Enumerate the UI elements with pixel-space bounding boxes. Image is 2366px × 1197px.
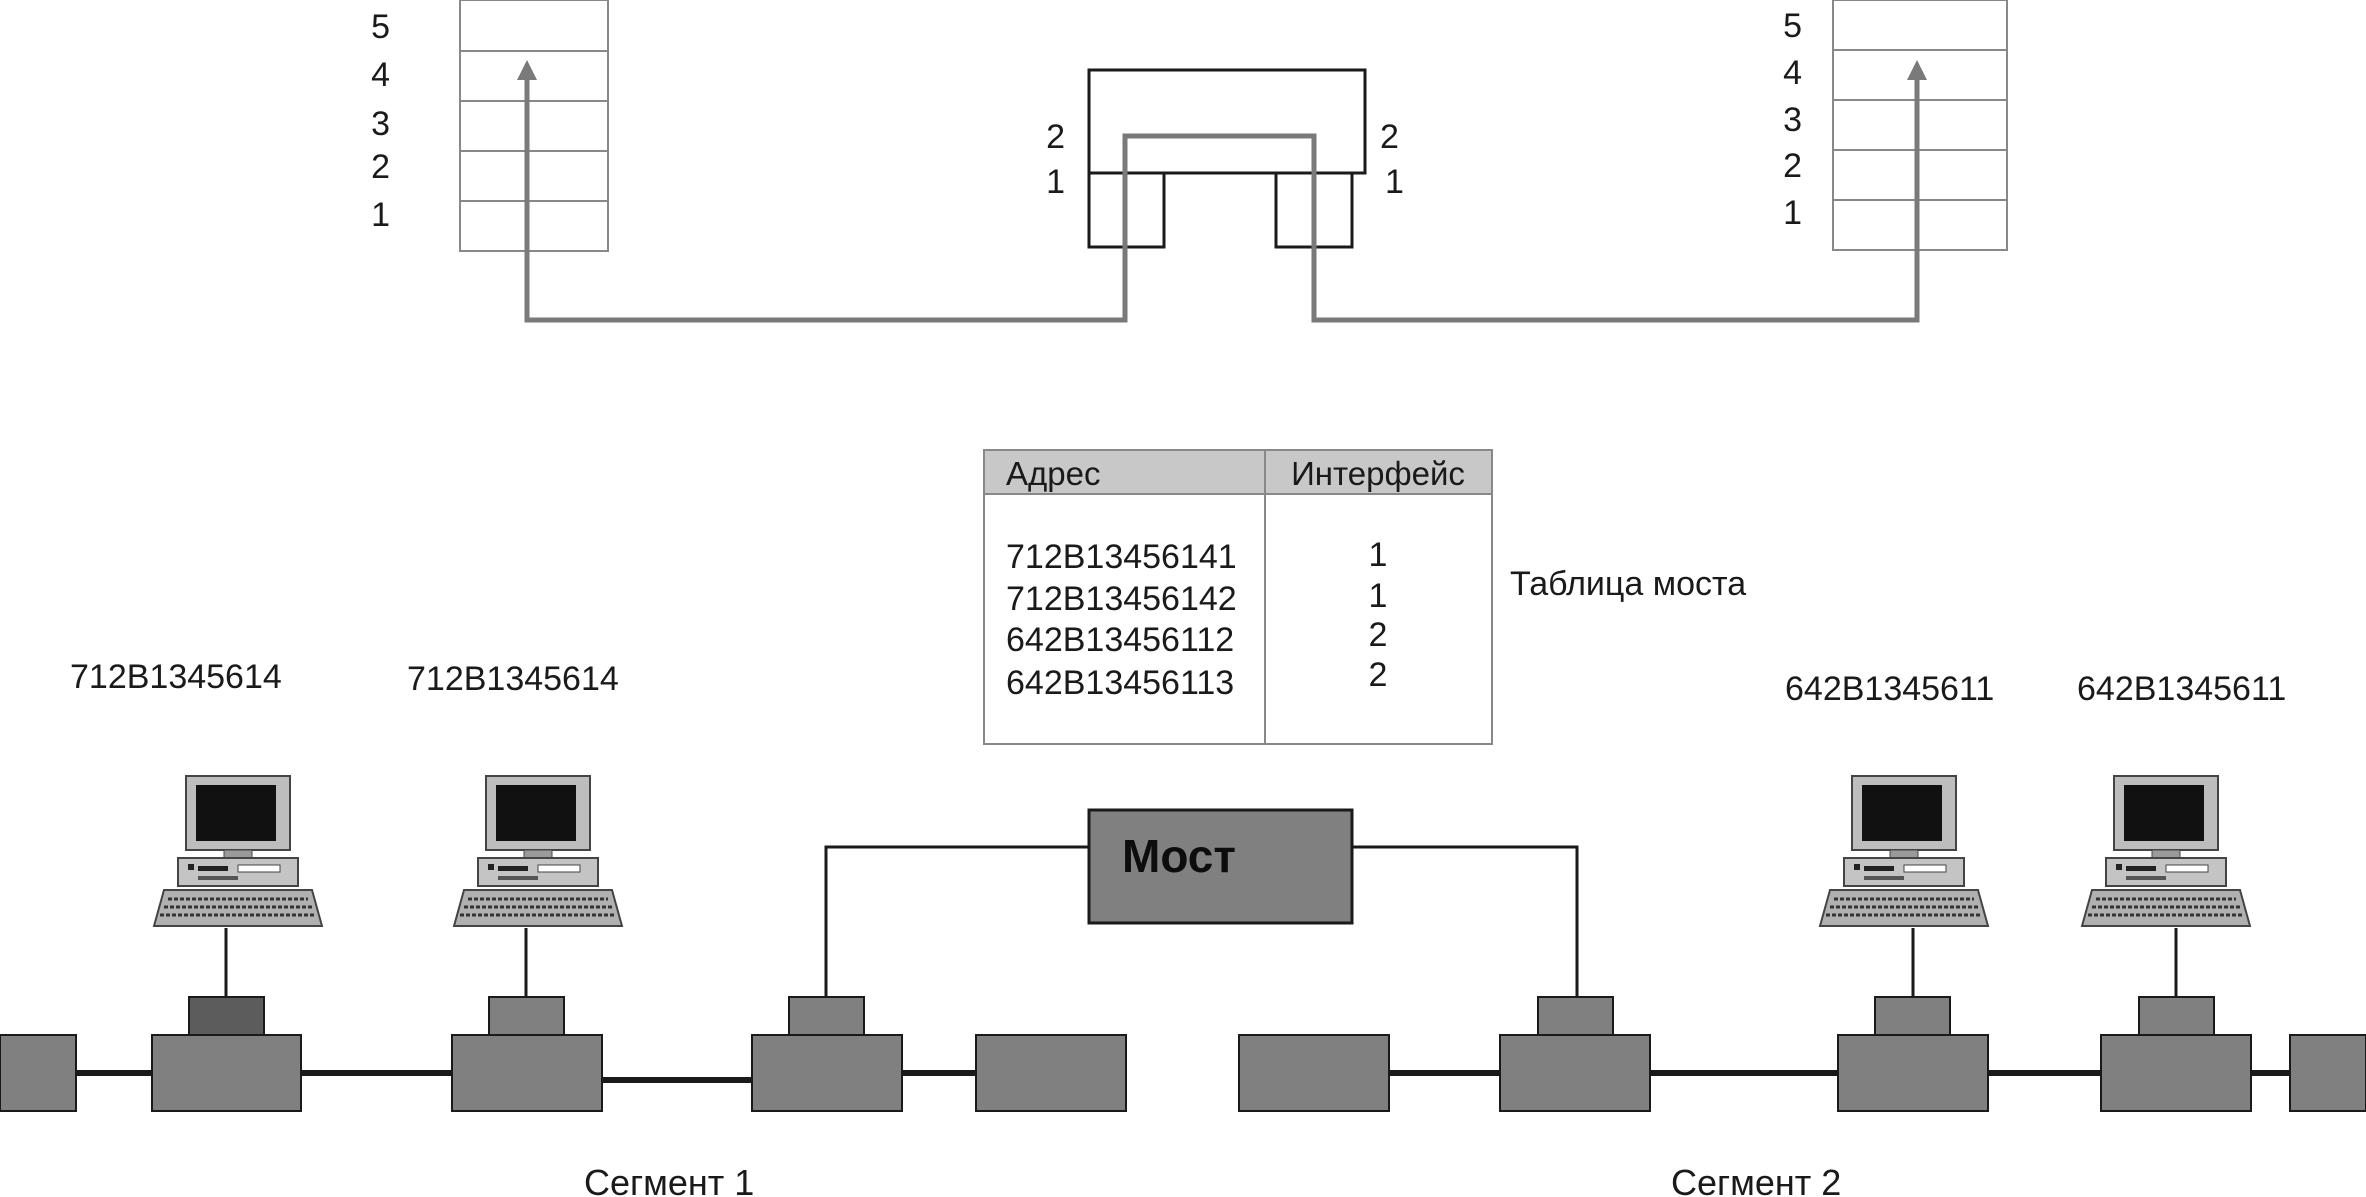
right-layer-1: 1: [1783, 194, 1802, 232]
segment-terminator: [975, 1034, 1127, 1112]
right-layer-5: 5: [1783, 7, 1802, 45]
arrowhead-right-icon: [1907, 60, 1927, 80]
pc-address-label: 642B1345611: [1785, 670, 1994, 708]
bridge-port-left-2: 2: [1046, 118, 1065, 156]
right-layer-3: 3: [1783, 101, 1802, 139]
table-header-address: Адрес: [1006, 455, 1100, 492]
tap-connector: [788, 996, 865, 1036]
bridge-table: Адрес Интерфейс 712B13456141 712B1345614…: [983, 449, 1493, 745]
left-layer-1: 1: [371, 196, 390, 234]
network-tap: [1837, 1034, 1989, 1112]
table-row-address: 712B13456142: [1006, 580, 1237, 618]
network-tap: [151, 1034, 302, 1112]
computer-icon: [452, 774, 624, 928]
left-layer-3: 3: [371, 105, 390, 143]
right-protocol-stack: 5 4 3 2 1: [1783, 0, 2008, 251]
right-layer-2: 2: [1783, 147, 1802, 185]
bridge-device: Мост: [824, 808, 1579, 1000]
segment-terminator: [0, 1034, 77, 1112]
segment-1-bus: [0, 996, 1127, 1112]
table-row-address: 712B13456141: [1006, 538, 1237, 576]
computer: [152, 774, 324, 997]
segment-1-label: Сегмент 1: [584, 1162, 754, 1197]
tap-connector: [1537, 996, 1614, 1036]
table-row-address: 642B13456113: [1006, 664, 1234, 702]
segment-2-label: Сегмент 2: [1671, 1162, 1841, 1197]
table-row-interface: 1: [1369, 577, 1388, 615]
network-tap: [451, 1034, 603, 1112]
segment-terminator: [2289, 1034, 2366, 1112]
tap-connector: [488, 996, 565, 1036]
tap-connector: [1874, 996, 1951, 1036]
pc-address-label: 642B1345611: [2077, 670, 2286, 708]
bridge-port-left-1: 1: [1046, 163, 1065, 201]
left-protocol-stack: 5 4 3 2 1: [371, 0, 609, 252]
computer: [452, 774, 624, 997]
pc-address-label: 712B1345614: [407, 660, 619, 698]
computer-icon: [152, 774, 324, 928]
table-header-interface: Интерфейс: [1291, 455, 1465, 492]
left-layer-4: 4: [371, 56, 390, 94]
table-row-interface: 2: [1369, 616, 1388, 654]
bridge-port-right-2: 2: [1380, 118, 1399, 156]
left-layer-2: 2: [371, 148, 390, 186]
bridge-label: Мост: [1122, 830, 1236, 882]
left-layer-5: 5: [371, 8, 390, 46]
tap-connector: [2138, 996, 2215, 1036]
segment-terminator: [1238, 1034, 1390, 1112]
arrowhead-left-icon: [517, 60, 537, 80]
computer: [2080, 774, 2252, 997]
table-row-interface: 1: [1369, 536, 1388, 574]
bridge-port-right-1: 1: [1385, 163, 1404, 201]
table-row-address: 642B13456112: [1006, 621, 1234, 659]
pc-address-label: 712B1345614: [70, 658, 282, 696]
computer: [1818, 774, 1990, 997]
frame-path: [517, 60, 1927, 323]
bridge-table-title: Таблица моста: [1510, 565, 1746, 603]
bridge-stack: 2 1 2 1: [1046, 68, 1404, 249]
segment-2-bus: [1238, 996, 2366, 1112]
computer-icon: [1818, 774, 1990, 928]
tap-connector: [188, 996, 265, 1036]
table-row-interface: 2: [1369, 656, 1388, 694]
network-tap: [2100, 1034, 2252, 1112]
computer-icon: [2080, 774, 2252, 928]
right-layer-4: 4: [1783, 54, 1802, 92]
network-tap: [751, 1034, 903, 1112]
network-tap: [1499, 1034, 1651, 1112]
